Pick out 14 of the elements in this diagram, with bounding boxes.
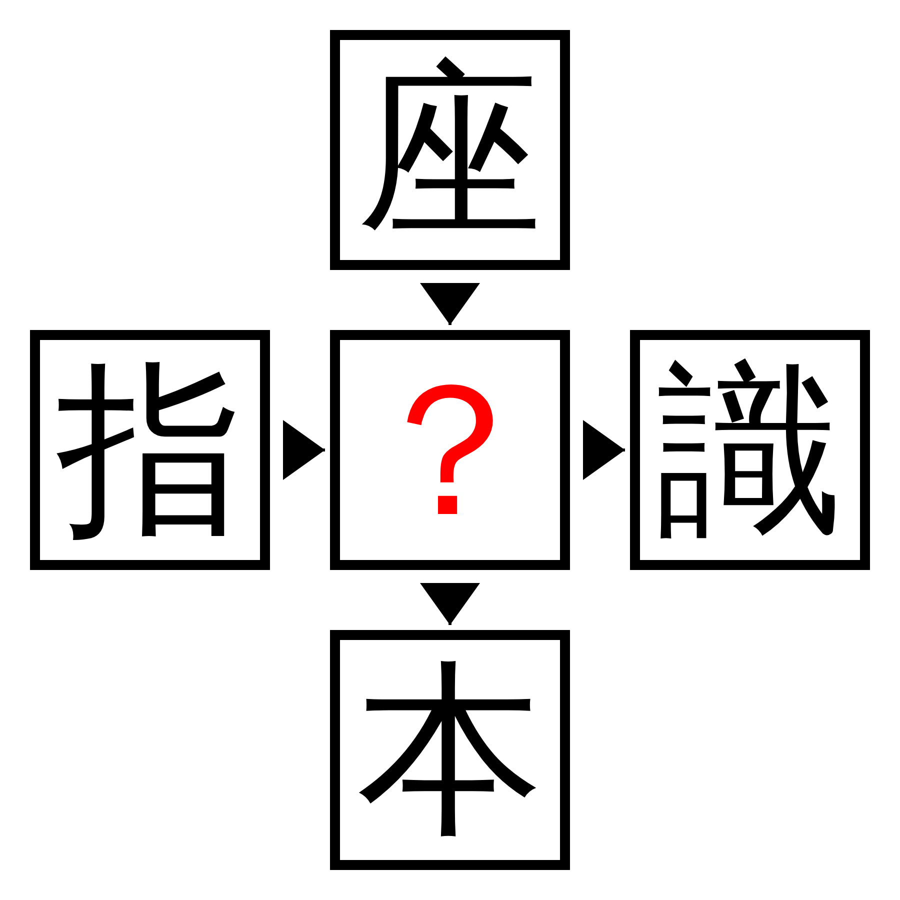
kanji: 識 <box>657 357 843 543</box>
kanji: 座 <box>357 57 543 243</box>
arrow <box>420 583 480 625</box>
character-box <box>330 630 570 870</box>
arrow <box>420 283 480 325</box>
kanji: 指 <box>57 357 243 543</box>
character-box <box>330 30 570 270</box>
kanji: 本 <box>357 657 543 843</box>
arrow <box>283 420 325 480</box>
character-box <box>630 330 870 570</box>
arrow <box>583 420 625 480</box>
character-box <box>330 330 570 570</box>
question-mark: ？ <box>357 357 543 543</box>
character-box <box>30 330 270 570</box>
